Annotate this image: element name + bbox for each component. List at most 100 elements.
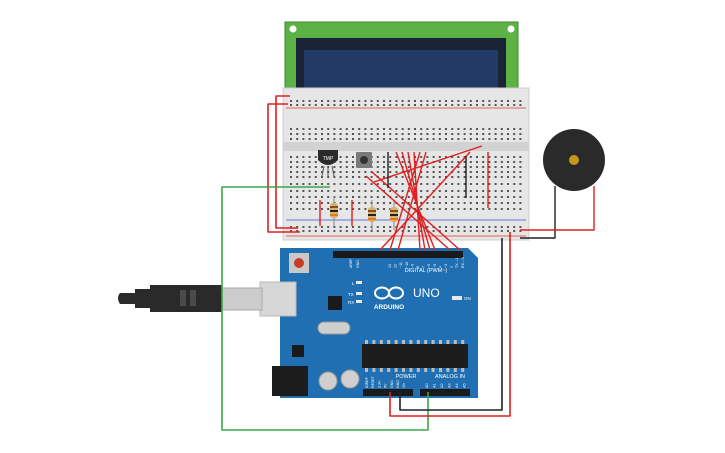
- breadboard-hole: [358, 196, 361, 198]
- breadboard-hole: [500, 183, 503, 185]
- wire-red[interactable]: [267, 103, 300, 233]
- push-button[interactable]: [356, 152, 372, 168]
- breadboard-hole: [302, 104, 305, 106]
- wire-green[interactable]: [221, 186, 429, 431]
- brand-label: ARDUINO: [374, 304, 404, 311]
- breadboard-hole: [476, 128, 478, 130]
- breadboard-hole: [451, 226, 454, 228]
- breadboard-hole: [339, 176, 342, 178]
- wire-red[interactable]: [379, 151, 471, 251]
- breadboard-hole: [407, 133, 410, 135]
- breadboard-hole: [327, 100, 330, 102]
- breadboard-hole: [494, 208, 497, 210]
- piezo-buzzer[interactable]: [543, 129, 605, 225]
- breadboard-hole: [290, 202, 292, 204]
- breadboard-hole: [358, 138, 361, 140]
- led-rx: [356, 300, 362, 303]
- breadboard-hole: [401, 190, 404, 192]
- breadboard-hole: [327, 190, 330, 192]
- breadboard-hole: [500, 196, 503, 198]
- breadboard-hole: [302, 176, 305, 178]
- breadboard-hole: [345, 166, 348, 168]
- breadboard-hole: [507, 226, 509, 228]
- breadboard-hole: [519, 226, 522, 228]
- breadboard-hole: [401, 128, 404, 130]
- breadboard-hole: [445, 183, 447, 185]
- wire-black[interactable]: [399, 238, 503, 411]
- breadboard-hole: [308, 104, 311, 106]
- breadboard-hole: [395, 128, 398, 130]
- breadboard-hole: [451, 104, 454, 106]
- resistor[interactable]: [390, 200, 398, 230]
- breadboard-hole: [327, 133, 330, 135]
- digital-pin-label: ~11: [399, 262, 403, 268]
- breadboard-hole: [308, 183, 311, 185]
- breadboard-hole: [507, 166, 509, 168]
- wire-red[interactable]: [389, 232, 511, 417]
- led-on-label: ON: [464, 296, 471, 301]
- breadboard-hole: [420, 196, 423, 198]
- breadboard-hole: [494, 128, 497, 130]
- breadboard-hole: [469, 156, 472, 158]
- breadboard-hole: [352, 138, 354, 140]
- breadboard-hole: [321, 190, 323, 192]
- model-label: UNO: [413, 286, 440, 300]
- resistor[interactable]: [368, 200, 376, 230]
- power-pin-label: GND: [390, 380, 394, 388]
- breadboard-hole: [445, 226, 447, 228]
- breadboard-hole: [420, 161, 423, 163]
- breadboard-hole: [432, 171, 435, 173]
- breadboard-hole: [358, 100, 361, 102]
- breadboard-hole: [308, 196, 311, 198]
- usb-cable[interactable]: [118, 285, 263, 312]
- lcd-mount-hole: [507, 25, 515, 33]
- breadboard-hole: [339, 138, 342, 140]
- breadboard-hole: [352, 196, 354, 198]
- breadboard-hole: [457, 171, 460, 173]
- breadboard-hole: [296, 104, 299, 106]
- breadboard-hole: [407, 208, 410, 210]
- breadboard-hole: [476, 226, 478, 228]
- breadboard-hole: [513, 133, 516, 135]
- breadboard-hole: [308, 202, 311, 204]
- breadboard-hole: [345, 161, 348, 163]
- breadboard-hole: [438, 230, 441, 232]
- breadboard-hole: [482, 133, 485, 135]
- temperature-sensor[interactable]: TMP: [318, 150, 338, 177]
- breadboard-hole: [370, 171, 373, 173]
- breadboard-hole: [469, 190, 472, 192]
- wire-red[interactable]: [371, 171, 461, 251]
- power-jack: [272, 366, 308, 396]
- breadboard-hole: [445, 190, 447, 192]
- breadboard-hole: [358, 226, 361, 228]
- breadboard-hole: [432, 196, 435, 198]
- breadboard-hole: [414, 208, 416, 210]
- breadboard-hole: [407, 171, 410, 173]
- wire-red[interactable]: [365, 175, 451, 251]
- wire-red[interactable]: [275, 95, 298, 229]
- chip-pin: [424, 340, 428, 344]
- breadboard-hole: [451, 133, 454, 135]
- breadboard-hole: [327, 176, 330, 178]
- digital-pin-label: 12: [394, 264, 398, 268]
- wire-red[interactable]: [397, 151, 427, 251]
- breadboard-hole: [290, 230, 292, 232]
- breadboard-hole: [401, 176, 404, 178]
- breadboard-hole: [333, 133, 336, 135]
- breadboard-hole: [296, 161, 299, 163]
- breadboard-hole: [333, 230, 336, 232]
- breadboard-hole: [370, 100, 373, 102]
- arduino-uno-board[interactable]: ARDUINO UNO DIGITAL (PWM~) POWER ANALOG …: [259, 248, 478, 398]
- usb-grip: [190, 290, 196, 306]
- breadboard-hole: [482, 226, 485, 228]
- breadboard-hole: [333, 171, 336, 173]
- breadboard-hole: [432, 166, 435, 168]
- breadboard-hole: [482, 208, 485, 210]
- breadboard-hole: [370, 128, 373, 130]
- regulator: [292, 345, 304, 357]
- wire-red[interactable]: [520, 225, 595, 231]
- breadboard-hole: [457, 104, 460, 106]
- resistor[interactable]: [330, 196, 338, 226]
- wire-red[interactable]: [373, 145, 483, 183]
- breadboard-hole: [476, 161, 478, 163]
